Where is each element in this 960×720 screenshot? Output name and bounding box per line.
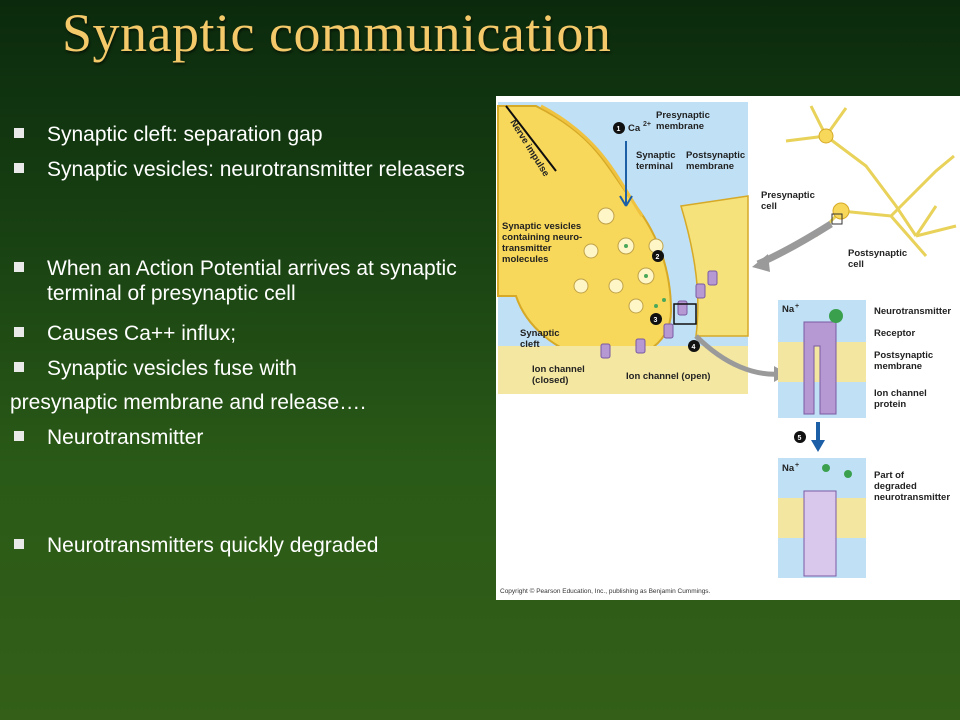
na-label-bottom: Na bbox=[782, 463, 795, 474]
step5-label: 5 bbox=[798, 435, 802, 442]
post-membrane-label-2: membrane bbox=[874, 361, 922, 372]
postsynaptic-membrane-label-2: membrane bbox=[686, 161, 734, 172]
step3-label: 3 bbox=[654, 317, 658, 324]
cell-zoom-arrowhead bbox=[752, 254, 770, 272]
synapse-figure: 1 2 3 4 5 Nerve impulse Ca 2+ Presynapti… bbox=[496, 96, 960, 600]
degraded-piece bbox=[844, 470, 852, 478]
degraded-label-3: neurotransmitter bbox=[874, 492, 950, 503]
continuation-text: presynaptic membrane and release…. bbox=[10, 391, 367, 414]
step5-arrowhead bbox=[811, 440, 825, 452]
postsynaptic-soma bbox=[832, 202, 850, 220]
vesicles-label: Synaptic vesicles bbox=[502, 221, 581, 232]
bullet-text: Neurotransmitters quickly degraded bbox=[47, 534, 379, 557]
bullet-marker bbox=[14, 539, 24, 549]
na-label-top: Na bbox=[782, 304, 795, 315]
cell-zoom-arrow bbox=[756, 221, 833, 268]
closed-channel bbox=[803, 490, 837, 577]
step1-label: 1 bbox=[617, 126, 621, 133]
cell-zoom-box bbox=[831, 213, 843, 225]
ca-superscript: 2+ bbox=[643, 121, 651, 128]
nerve-impulse-arrow bbox=[505, 105, 557, 172]
bullet-text: Neurotransmitter bbox=[47, 426, 204, 449]
receptor-label: Receptor bbox=[874, 328, 915, 339]
postsynaptic-cell-label-2: cell bbox=[848, 259, 864, 270]
synaptic-terminal-label: Synaptic bbox=[636, 150, 676, 161]
ion-open-label: Ion channel (open) bbox=[626, 371, 710, 382]
presynaptic-membrane-label: Presynaptic bbox=[656, 110, 710, 121]
cleft-region bbox=[498, 346, 748, 394]
bullet-text: Synaptic vesicles fuse with bbox=[47, 357, 297, 380]
na-superscript-top: + bbox=[795, 303, 799, 310]
copyright-text: Copyright © Pearson Education, Inc., pub… bbox=[500, 587, 711, 595]
neurotransmitter-label: Neurotransmitter bbox=[874, 306, 951, 317]
vesicles-label-3: transmitter bbox=[502, 243, 552, 254]
bullet-marker bbox=[14, 362, 24, 372]
degraded-label-2: degraded bbox=[874, 481, 917, 492]
bullet-marker bbox=[14, 163, 24, 173]
zoom-box bbox=[673, 303, 697, 325]
bullet-text: When an Action Potential arrives at syna… bbox=[47, 257, 457, 305]
ca-arrowhead bbox=[619, 195, 633, 207]
na-superscript-bottom: + bbox=[795, 462, 799, 469]
degraded-piece bbox=[822, 464, 830, 472]
bullet-text: Synaptic vesicles: neurotransmitter rele… bbox=[47, 158, 465, 181]
bullet-marker bbox=[14, 327, 24, 337]
cleft-label-2: cleft bbox=[520, 339, 540, 350]
bullet-marker bbox=[14, 262, 24, 272]
synaptic-terminal-label-2: terminal bbox=[636, 161, 673, 172]
step2-label: 2 bbox=[656, 254, 660, 261]
slide-title: Synaptic communication bbox=[62, 3, 612, 63]
bullet-marker bbox=[14, 431, 24, 441]
vesicles-label-4: molecules bbox=[502, 254, 548, 265]
cleft-label: Synaptic bbox=[520, 328, 560, 339]
degraded-label: Part of bbox=[874, 470, 905, 481]
bullet-marker bbox=[14, 128, 24, 138]
presynaptic-cell-label: Presynaptic bbox=[761, 190, 815, 201]
ion-protein-label: Ion channel bbox=[874, 388, 927, 399]
neurotransmitter-dots bbox=[624, 244, 666, 308]
bullet-text: Causes Ca++ influx; bbox=[47, 322, 237, 345]
synapse-diagram: 1 2 3 4 5 Nerve impulse Ca 2+ Presynapti… bbox=[497, 102, 957, 595]
presynaptic-cell-label-2: cell bbox=[761, 201, 777, 212]
presynaptic-membrane-label-2: membrane bbox=[656, 121, 704, 132]
post-membrane-label: Postsynaptic bbox=[874, 350, 933, 361]
ion-channel-protein bbox=[803, 321, 837, 415]
postsynaptic-cell-label: Postsynaptic bbox=[848, 248, 907, 259]
ion-closed-label: Ion channel bbox=[532, 364, 585, 375]
step-markers bbox=[613, 122, 806, 443]
vesicles-label-2: containing neuro- bbox=[502, 232, 582, 243]
postsynaptic-membrane-label: Postsynaptic bbox=[686, 150, 745, 161]
bullet-text: Synaptic cleft: separation gap bbox=[47, 123, 323, 146]
synaptic-terminal bbox=[497, 105, 673, 361]
step4-label: 4 bbox=[692, 344, 696, 351]
ion-closed-label-2: (closed) bbox=[532, 375, 568, 386]
zoom-arrow bbox=[694, 334, 782, 377]
ion-protein-label-2: protein bbox=[874, 399, 906, 410]
ca-label: Ca bbox=[628, 123, 641, 134]
neurotransmitter-molecule bbox=[829, 309, 843, 323]
presynaptic-soma bbox=[818, 128, 834, 144]
axon-edge bbox=[540, 104, 644, 217]
